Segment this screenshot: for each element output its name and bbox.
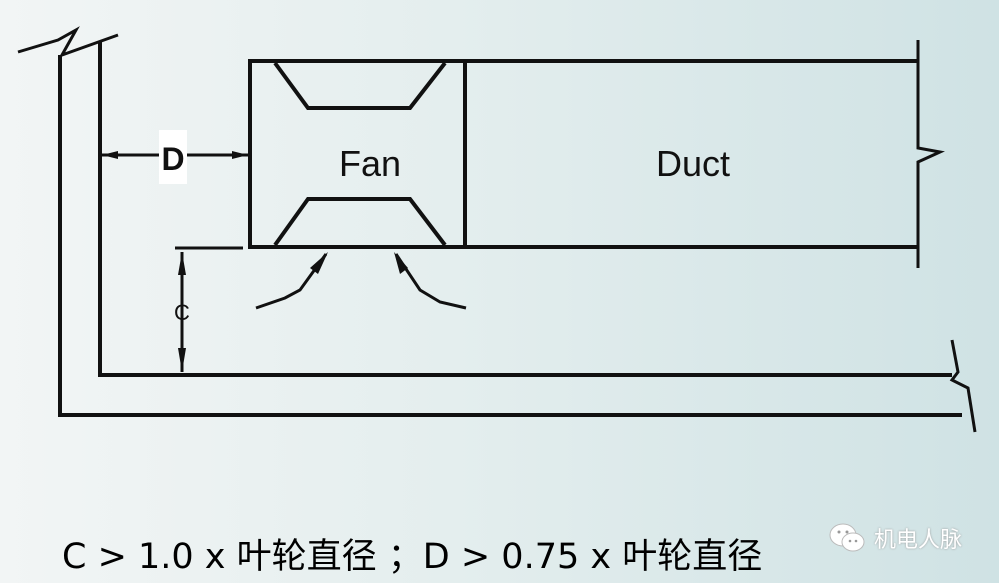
dimension-c-label: C <box>174 300 190 325</box>
inner-wall <box>98 42 952 377</box>
caption: C > 1.0 x 叶轮直径 ；D > 0.75 x 叶轮直径 <box>62 537 763 577</box>
airflow-arrow-right <box>394 253 467 310</box>
duct-break <box>916 40 945 268</box>
duct-label: Duct <box>656 143 730 184</box>
wechat-icon <box>829 523 865 552</box>
break-mark-top <box>17 26 119 58</box>
fan-label: Fan <box>339 143 401 184</box>
fan-blade-bottom <box>273 197 447 247</box>
fan-blade-top <box>273 61 447 110</box>
watermark-text: 机电人脉 <box>874 528 963 553</box>
dimension-d-label: D <box>161 141 184 177</box>
airflow-arrow-left <box>255 253 328 310</box>
break-mark-right <box>949 339 977 433</box>
watermark: 机电人脉 <box>828 522 962 554</box>
outer-wall <box>58 55 962 417</box>
fan-box <box>248 59 467 249</box>
